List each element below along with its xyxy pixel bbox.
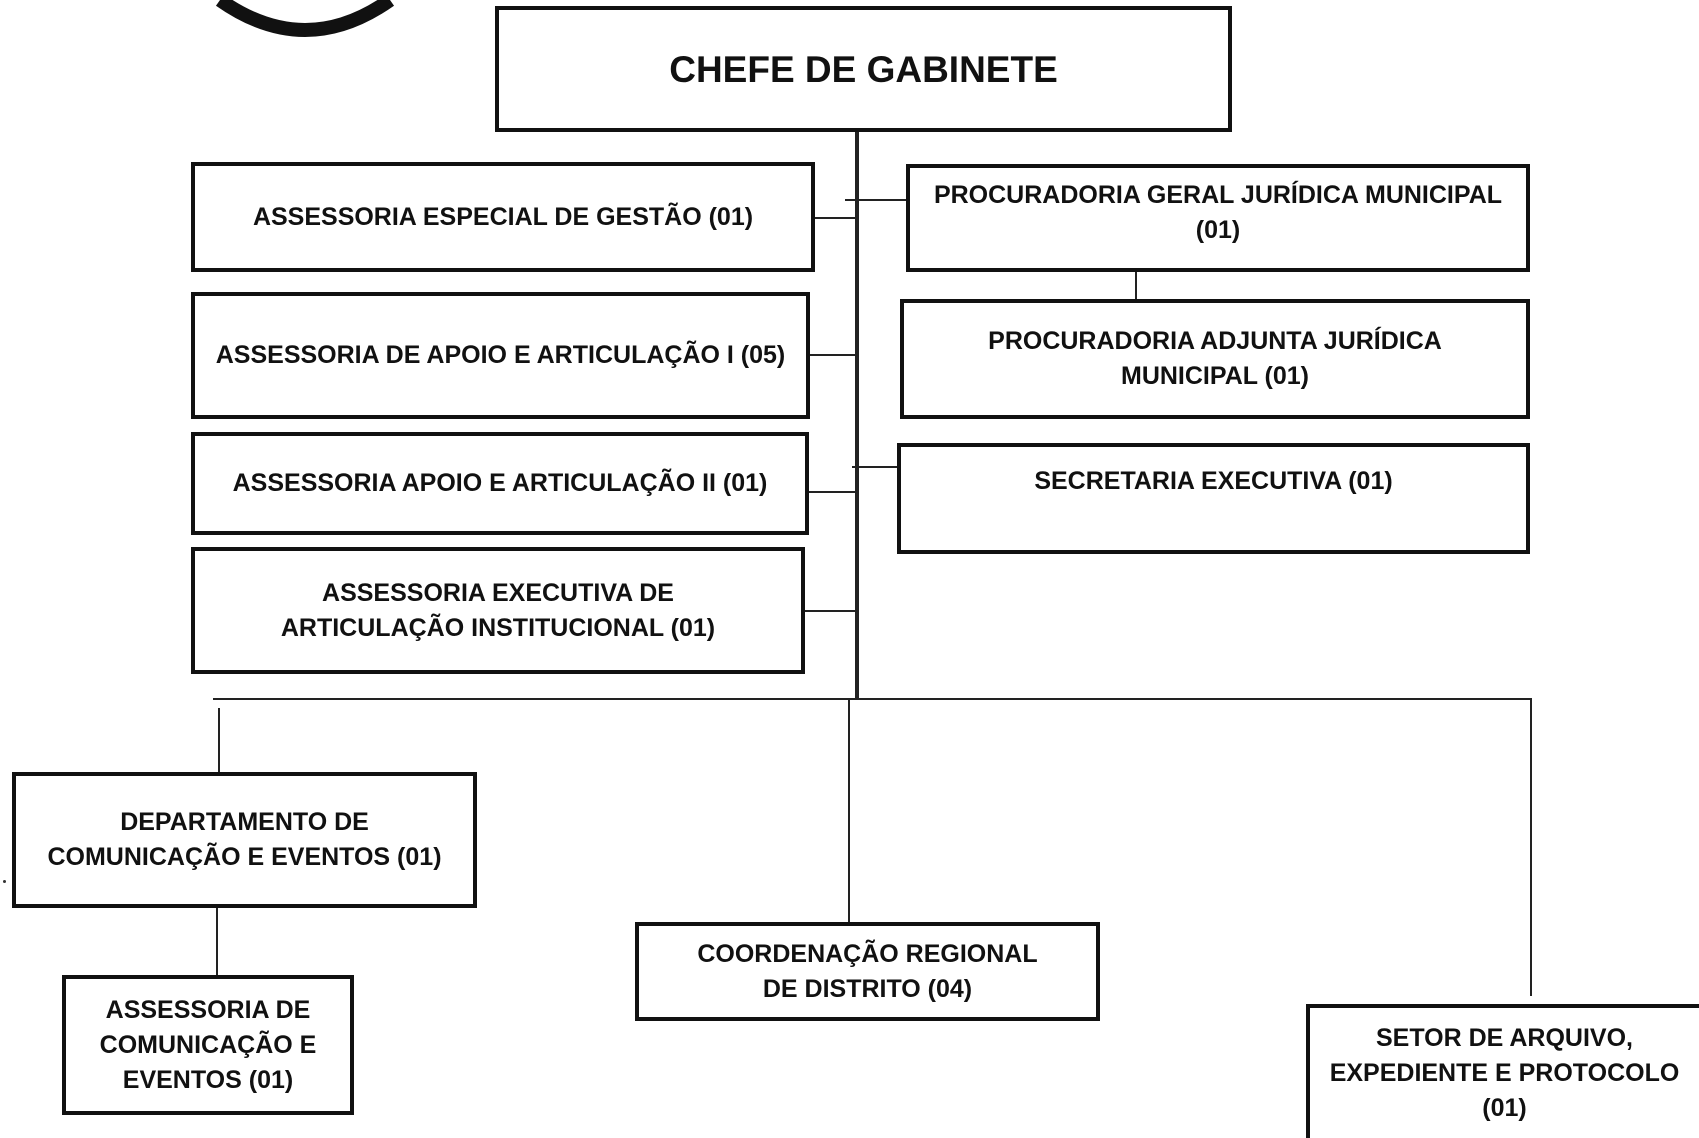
unit-label: ASSESSORIA APOIO E ARTICULAÇÃO II (01) xyxy=(232,469,768,497)
connector-drop-left xyxy=(218,708,220,774)
unit-box-procuradoria-geral: PROCURADORIA GERAL JURÍDICA MUNICIPAL (0… xyxy=(906,164,1530,272)
unit-box-assessoria-executiva-articulacao: ASSESSORIA EXECUTIVA DE ARTICULAÇÃO INST… xyxy=(191,547,805,674)
seal-text: IRAUÇUBA xyxy=(276,8,333,21)
unit-box-procuradoria-adjunta: PROCURADORIA ADJUNTA JURÍDICA MUNICIPAL … xyxy=(900,299,1530,419)
unit-box-coordenacao-regional-distrito: COORDENAÇÃO REGIONAL DE DISTRITO (04) xyxy=(635,922,1100,1021)
unit-label: ASSESSORIA DE COMUNICAÇÃO E EVENTOS (01) xyxy=(99,995,317,1094)
connector-left-2 xyxy=(810,354,857,356)
unit-label: PROCURADORIA ADJUNTA JURÍDICA MUNICIPAL … xyxy=(988,327,1442,390)
root-box-chefe-de-gabinete: CHEFE DE GABINETE xyxy=(495,6,1232,132)
unit-box-assessoria-especial-gestao: ASSESSORIA ESPECIAL DE GESTÃO (01) xyxy=(191,162,815,272)
connector-right-1-to-2 xyxy=(1135,272,1137,312)
unit-label: COORDENAÇÃO REGIONAL DE DISTRITO (04) xyxy=(697,939,1038,1003)
municipal-seal-logo: IRAUÇUBA xyxy=(215,0,395,37)
connector-right-3 xyxy=(852,466,907,468)
connector-drop-center xyxy=(848,700,850,923)
connector-drop-right xyxy=(1530,698,1532,996)
connector-left-1 xyxy=(815,217,857,219)
connector-horizontal-bus xyxy=(213,698,1532,700)
unit-box-departamento-comunicacao-eventos: DEPARTAMENTO DE COMUNICAÇÃO E EVENTOS (0… xyxy=(12,772,477,908)
stray-dot xyxy=(3,880,6,883)
connector-left-4 xyxy=(805,610,857,612)
unit-box-assessoria-apoio-articulacao-ii: ASSESSORIA APOIO E ARTICULAÇÃO II (01) xyxy=(191,432,809,535)
unit-box-assessoria-comunicacao-eventos: ASSESSORIA DE COMUNICAÇÃO E EVENTOS (01) xyxy=(62,975,354,1115)
unit-label: ASSESSORIA DE APOIO E ARTICULAÇÃO I (05) xyxy=(215,341,786,369)
unit-label: DEPARTAMENTO DE COMUNICAÇÃO E EVENTOS (0… xyxy=(47,808,442,871)
connector-right-1 xyxy=(845,199,908,201)
unit-box-secretaria-executiva: SECRETARIA EXECUTIVA (01) xyxy=(897,443,1530,554)
connector-trunk xyxy=(855,128,859,700)
unit-box-setor-arquivo-expediente-protocolo: SETOR DE ARQUIVO, EXPEDIENTE E PROTOCOLO… xyxy=(1306,1004,1699,1138)
connector-left-3 xyxy=(809,491,859,493)
unit-label: ASSESSORIA EXECUTIVA DE ARTICULAÇÃO INST… xyxy=(280,578,716,642)
unit-box-assessoria-apoio-articulacao-i: ASSESSORIA DE APOIO E ARTICULAÇÃO I (05) xyxy=(191,292,810,419)
unit-label: SETOR DE ARQUIVO, EXPEDIENTE E PROTOCOLO… xyxy=(1329,1023,1680,1122)
unit-label: SECRETARIA EXECUTIVA (01) xyxy=(1034,467,1393,495)
unit-label: ASSESSORIA ESPECIAL DE GESTÃO (01) xyxy=(252,202,754,231)
root-label: CHEFE DE GABINETE xyxy=(669,48,1058,90)
connector-dept-to-assessoria xyxy=(216,908,218,976)
unit-label: PROCURADORIA GERAL JURÍDICA MUNICIPAL (0… xyxy=(933,181,1503,244)
